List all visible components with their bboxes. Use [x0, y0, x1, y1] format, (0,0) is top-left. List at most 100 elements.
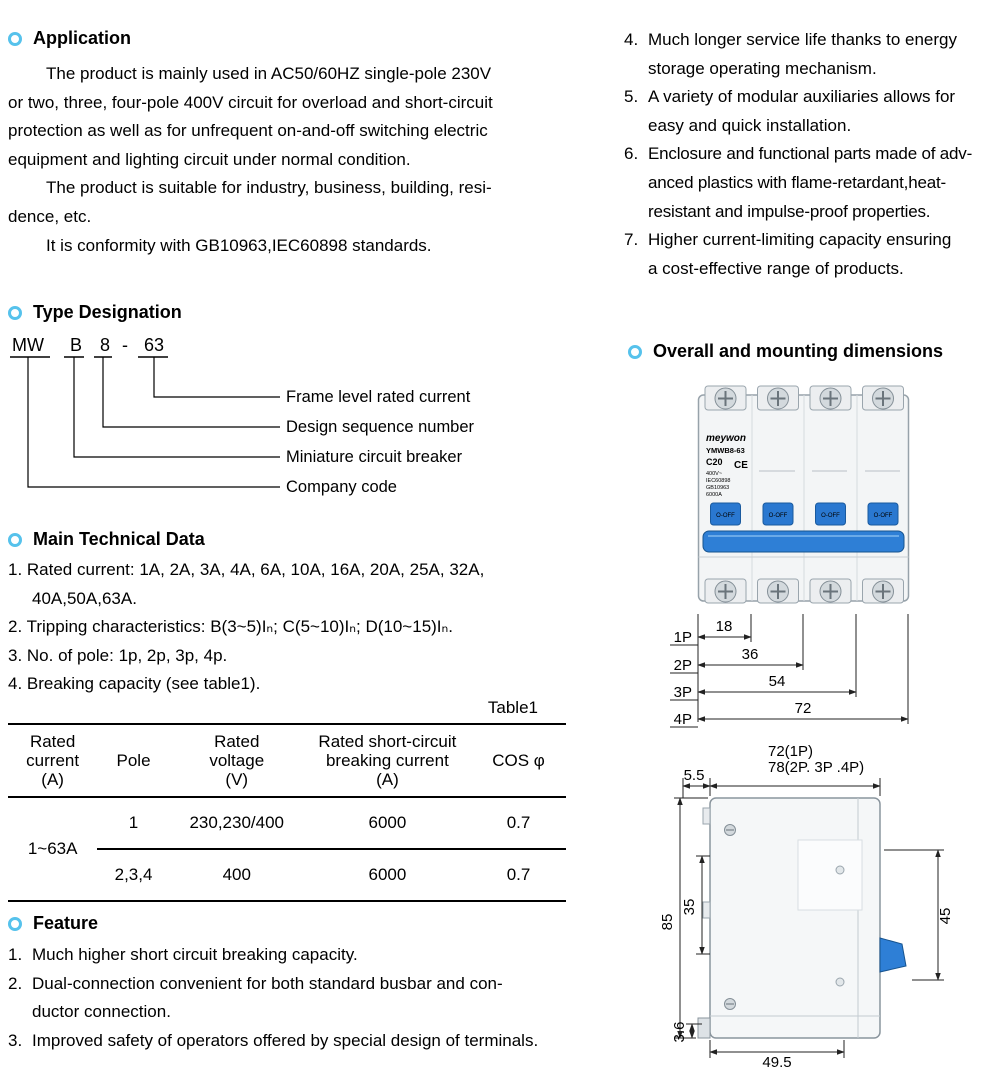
cell-cos: 0.7	[471, 849, 566, 902]
dim-width-1p: 72(1P)	[768, 743, 813, 760]
voltage-text: 400V~	[706, 471, 722, 477]
technical-list: 1. Rated current: 1A, 2A, 3A, 4A, 6A, 10…	[8, 556, 578, 699]
feature-list: 1. Much higher short circuit breaking ca…	[8, 941, 588, 1055]
model-text: YMWB8-63	[706, 446, 745, 455]
feature-text: storage operating mechanism.	[648, 58, 877, 78]
top-terminal-screws	[704, 385, 904, 411]
label-design-seq: Design sequence number	[286, 418, 475, 436]
section-bullet-icon	[8, 916, 22, 931]
technical-section-header: Main Technical Data	[8, 529, 205, 550]
cell-voltage: 230,230/400	[169, 797, 304, 850]
paragraph-line: or two, three, four-pole 400V circuit fo…	[8, 92, 493, 112]
feature-number: 4.	[624, 30, 639, 49]
paragraph-line: The product is mainly used in AC50/60HZ …	[46, 64, 492, 83]
cell-pole: 2,3,4	[97, 849, 170, 902]
din-rail-clip	[697, 1017, 711, 1039]
col-header-breaking-current: Rated short-circuit breaking current (A)	[303, 723, 472, 798]
section-bullet-icon	[8, 305, 22, 320]
toggle-handles: O-OFF O-OFF O-OFF O-OFF	[710, 502, 899, 526]
cell-rated-current: 1~63A	[8, 797, 98, 902]
list-item: 1. Rated current: 1A, 2A, 3A, 4A, 6A, 10…	[8, 560, 485, 579]
cell-breaking: 6000	[303, 797, 472, 850]
dim-35: 35	[681, 899, 698, 916]
table-caption: Table1	[487, 698, 538, 717]
product-label: meywon YMWB8-63 C20 400V~ IEC60898 GB109…	[706, 433, 900, 498]
section-title: Feature	[33, 913, 99, 933]
type-designation-diagram: MW B 8 - 63 Frame level rated current De…	[10, 335, 475, 496]
feature-item: 6. Enclosure and functional parts made o…	[624, 140, 1000, 226]
toggle-label: O-OFF	[769, 513, 788, 519]
bottom-terminal-screws	[704, 578, 904, 604]
application-paragraphs: The product is mainly used in AC50/60HZ …	[8, 60, 578, 260]
feature-text: ductor connection.	[32, 1002, 171, 1022]
section-bullet-icon	[628, 344, 642, 359]
feature-item: 5. A variety of modular auxiliaries allo…	[624, 83, 1000, 140]
application-section-header: Application	[8, 28, 131, 49]
feature-number: 6.	[624, 144, 639, 164]
table-row: 1~63A 1 230,230/400 6000 0.7	[8, 797, 566, 902]
list-item: 2. Tripping characteristics: B(3~5)Iₙ; C…	[8, 617, 454, 637]
feature-text: Enclosure and functional parts made of a…	[648, 144, 973, 164]
cell-pole: 1	[97, 797, 170, 850]
ce-mark: CE	[734, 460, 748, 471]
paragraph-line: dence, etc.	[8, 206, 92, 226]
cell-breaking: 6000	[303, 849, 472, 902]
dim-3-6: 3.6	[671, 1022, 688, 1043]
section-title: Overall and mounting dimensions	[653, 341, 944, 361]
feature-section-header: Feature	[8, 913, 98, 934]
table-row: 2,3,4 400 6000 0.7	[8, 849, 566, 902]
paragraph-line: protection as well as for unfrequent on-…	[8, 121, 488, 141]
list-item: 4. Breaking capacity (see table1).	[8, 674, 261, 694]
pole-label-3p: 3P	[674, 684, 692, 701]
feature-text: Much higher short circuit breaking capac…	[32, 945, 358, 964]
feature-list-continued: 4. Much longer service life thanks to en…	[624, 26, 1000, 283]
section-title: Type Designation	[33, 302, 182, 322]
dim-5-5: 5.5	[684, 767, 705, 784]
feature-text: Much longer service life thanks to energ…	[648, 30, 957, 49]
dim-54: 54	[769, 673, 786, 690]
feature-text: A variety of modular auxiliaries allows …	[648, 87, 956, 107]
dim-width-234p: 78(2P. 3P .4P)	[768, 759, 864, 776]
cell-cos: 0.7	[471, 797, 566, 850]
dim-72: 72	[795, 700, 812, 717]
feature-text: a cost-effective range of products.	[648, 258, 904, 278]
handle-tie-bar	[702, 530, 905, 553]
type-designation-section-header: Type Designation	[8, 302, 182, 323]
feature-text: easy and quick installation.	[648, 115, 852, 135]
breaker-side-profile	[697, 797, 907, 1039]
brand-text: meywon	[706, 433, 746, 444]
code-frame: 63	[144, 335, 164, 355]
code-type: B	[70, 335, 82, 355]
rating-text: C20	[706, 457, 723, 467]
toggle-label: O-OFF	[821, 513, 840, 519]
breaking-capacity-table-block: Table1 Rated current (A) Pole Rated volt…	[8, 698, 566, 902]
feature-item: 1. Much higher short circuit breaking ca…	[8, 941, 588, 970]
standard-text: IEC60898	[706, 478, 730, 484]
label-company-code: Company code	[286, 478, 397, 496]
dim-18: 18	[716, 618, 733, 635]
pole-label-1p: 1P	[674, 629, 692, 646]
feature-item: 4. Much longer service life thanks to en…	[624, 26, 1000, 83]
dim-45: 45	[937, 908, 954, 925]
feature-text: resistant and impulse-proof properties.	[648, 201, 931, 221]
section-bullet-icon	[8, 31, 22, 46]
label-frame-current: Frame level rated current	[286, 388, 471, 406]
side-toggle-lever	[879, 937, 907, 973]
pole-label-2p: 2P	[674, 657, 692, 674]
standard-text: GB10963	[706, 485, 729, 491]
pole-label-4p: 4P	[674, 711, 692, 728]
feature-text: anced plastics with flame-retardant,heat…	[648, 172, 946, 192]
code-seq: 8	[100, 335, 110, 355]
list-item: 3. No. of pole: 1p, 2p, 3p, 4p.	[8, 645, 228, 665]
feature-number: 7.	[624, 230, 639, 250]
code-dash: -	[122, 335, 128, 355]
section-bullet-icon	[8, 532, 22, 547]
feature-item: 7. Higher current-limiting capacity ensu…	[624, 226, 1000, 283]
breaking-capacity-table: Rated current (A) Pole Rated voltage (V)…	[8, 723, 566, 902]
cell-voltage: 400	[169, 849, 304, 902]
toggle-label: O-OFF	[716, 513, 735, 519]
dimensions-section-header: Overall and mounting dimensions	[628, 341, 943, 362]
feature-text: Improved safety of operators offered by …	[32, 1030, 539, 1050]
feature-number: 3.	[8, 1030, 23, 1050]
